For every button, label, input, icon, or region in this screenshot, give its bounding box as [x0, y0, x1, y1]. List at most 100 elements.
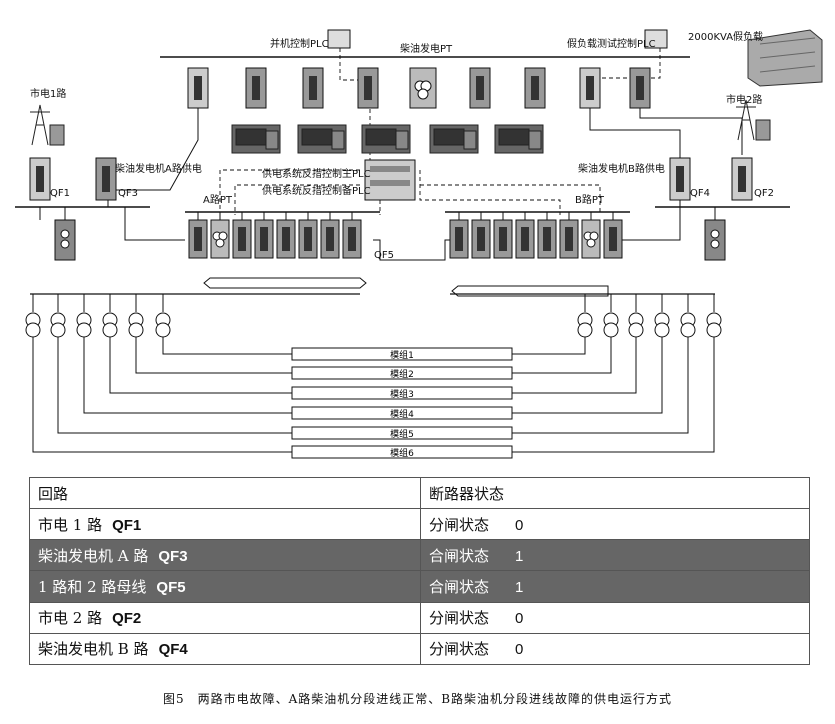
a-section-cabinets [188, 212, 362, 259]
status-value: 0 [515, 610, 524, 628]
label-qf1: QF1 [50, 188, 70, 199]
breaker-code: QF4 [158, 641, 188, 659]
label-grid1: 市电1路 [30, 87, 66, 100]
module-box: 模组5 [291, 426, 513, 440]
feeder-line [83, 337, 292, 414]
circuit-name: 柴油发电机 B 路 [38, 640, 149, 659]
module-feeder-lines [32, 337, 715, 453]
status-value: 1 [515, 579, 524, 597]
label-gen-a: 柴油发电机A路供电 [115, 162, 202, 175]
transformer-icon [706, 294, 722, 338]
cabinet [581, 212, 601, 259]
module-box: 模组6 [291, 445, 513, 459]
pt-left [54, 219, 76, 261]
circuit-name: 市电 2 路 [38, 609, 103, 628]
feeder-line [162, 337, 292, 355]
cabinet [254, 212, 274, 259]
cabinet [537, 212, 557, 259]
transformer-icon [577, 294, 593, 338]
feeder-line [512, 337, 663, 414]
status-text: 分闸状态 [429, 640, 490, 659]
circuit-name: 市电 1 路 [38, 515, 103, 534]
transformer-icon [603, 294, 619, 338]
status-value: 0 [515, 516, 524, 534]
label-qf4: QF4 [690, 188, 710, 199]
circuit-name: 柴油发电机 A 路 [38, 546, 149, 565]
transformer-icon [155, 294, 171, 338]
status-cell: 合闸状态 1 [420, 570, 810, 603]
transformers [25, 294, 722, 338]
b-section-cabinets [449, 212, 623, 259]
module-box: 模组2 [291, 366, 513, 380]
module-label: 模组3 [390, 388, 414, 400]
breaker-qf4 [669, 157, 691, 201]
module-label: 模组5 [390, 428, 414, 440]
breaker-code: QF2 [112, 610, 142, 628]
status-value: 1 [515, 547, 524, 565]
label-parallel-plc: 并机控制PLC [270, 37, 329, 50]
circuit-cell: 柴油发电机 B 路 QF4 [29, 632, 421, 666]
breaker-qf3 [95, 157, 117, 201]
label-standby-plc: 供电系统反措控制备PLC [262, 184, 371, 197]
grid-pylon-icon [736, 99, 771, 141]
transformer-icon [50, 294, 66, 338]
cabinet [493, 212, 513, 259]
cabinet [449, 212, 469, 259]
cabinet [471, 212, 491, 259]
circuit-cell: 市电 2 路 QF2 [29, 601, 421, 634]
status-value: 0 [515, 641, 524, 659]
module-label: 模组2 [390, 368, 414, 380]
cabinet [232, 212, 252, 259]
cabinet [298, 212, 318, 259]
module-label: 模组6 [390, 447, 414, 459]
label-dummy-load-plc: 假负载测试控制PLC [567, 37, 656, 50]
transformer-icon [128, 294, 144, 338]
transformer-icon [102, 294, 118, 338]
circuit-name: 1 路和 2 路母线 [38, 578, 147, 597]
cabinet [210, 212, 230, 259]
cabinet [276, 212, 296, 259]
grid-pylon-icon [30, 104, 65, 146]
feeder-line [57, 337, 292, 434]
status-text: 分闸状态 [429, 515, 490, 534]
breaker-qf1 [29, 157, 51, 201]
status-cell: 分闸状态 0 [420, 632, 810, 666]
diesel-bus-cabinets [187, 67, 651, 109]
transformer-icon [628, 294, 644, 338]
circuit-cell: 市电 1 路 QF1 [29, 508, 421, 541]
cabinet [188, 212, 208, 259]
feeder-line [512, 337, 586, 355]
breaker-qf2 [731, 157, 753, 201]
transformer-icon [680, 294, 696, 338]
transformer-icon [654, 294, 670, 338]
cabinet [515, 212, 535, 259]
module-box: 模组1 [291, 347, 513, 361]
cabinet [559, 212, 579, 259]
cabinet [320, 212, 340, 259]
transformer-icon [25, 294, 41, 338]
cabinet [603, 212, 623, 259]
breaker-code: QF1 [112, 516, 142, 534]
label-main-plc: 供电系统反措控制主PLC [262, 167, 371, 180]
module-label: 模组4 [390, 408, 414, 420]
feeder-line [135, 337, 292, 374]
module-boxes: 模组1 模组2 模组3 模组4 模组5 模组6 [291, 347, 513, 459]
feeder-line [512, 337, 612, 374]
table-row: 柴油发电机 B 路 QF4 分闸状态 0 [29, 632, 810, 666]
feeder-line [512, 337, 689, 434]
feeder-line [512, 337, 715, 453]
label-gen-b: 柴油发电机B路供电 [578, 162, 665, 175]
figure-caption: 图5 两路市电故障、A路柴油机分段进线正常、B路柴油机分段进线故障的供电运行方式 [162, 692, 673, 706]
status-text: 合闸状态 [429, 578, 490, 597]
header-status: 断路器状态 [420, 476, 810, 510]
status-cell: 分闸状态 0 [420, 508, 810, 541]
label-a-pt: A路PT [203, 193, 233, 206]
feeder-line [512, 337, 637, 394]
